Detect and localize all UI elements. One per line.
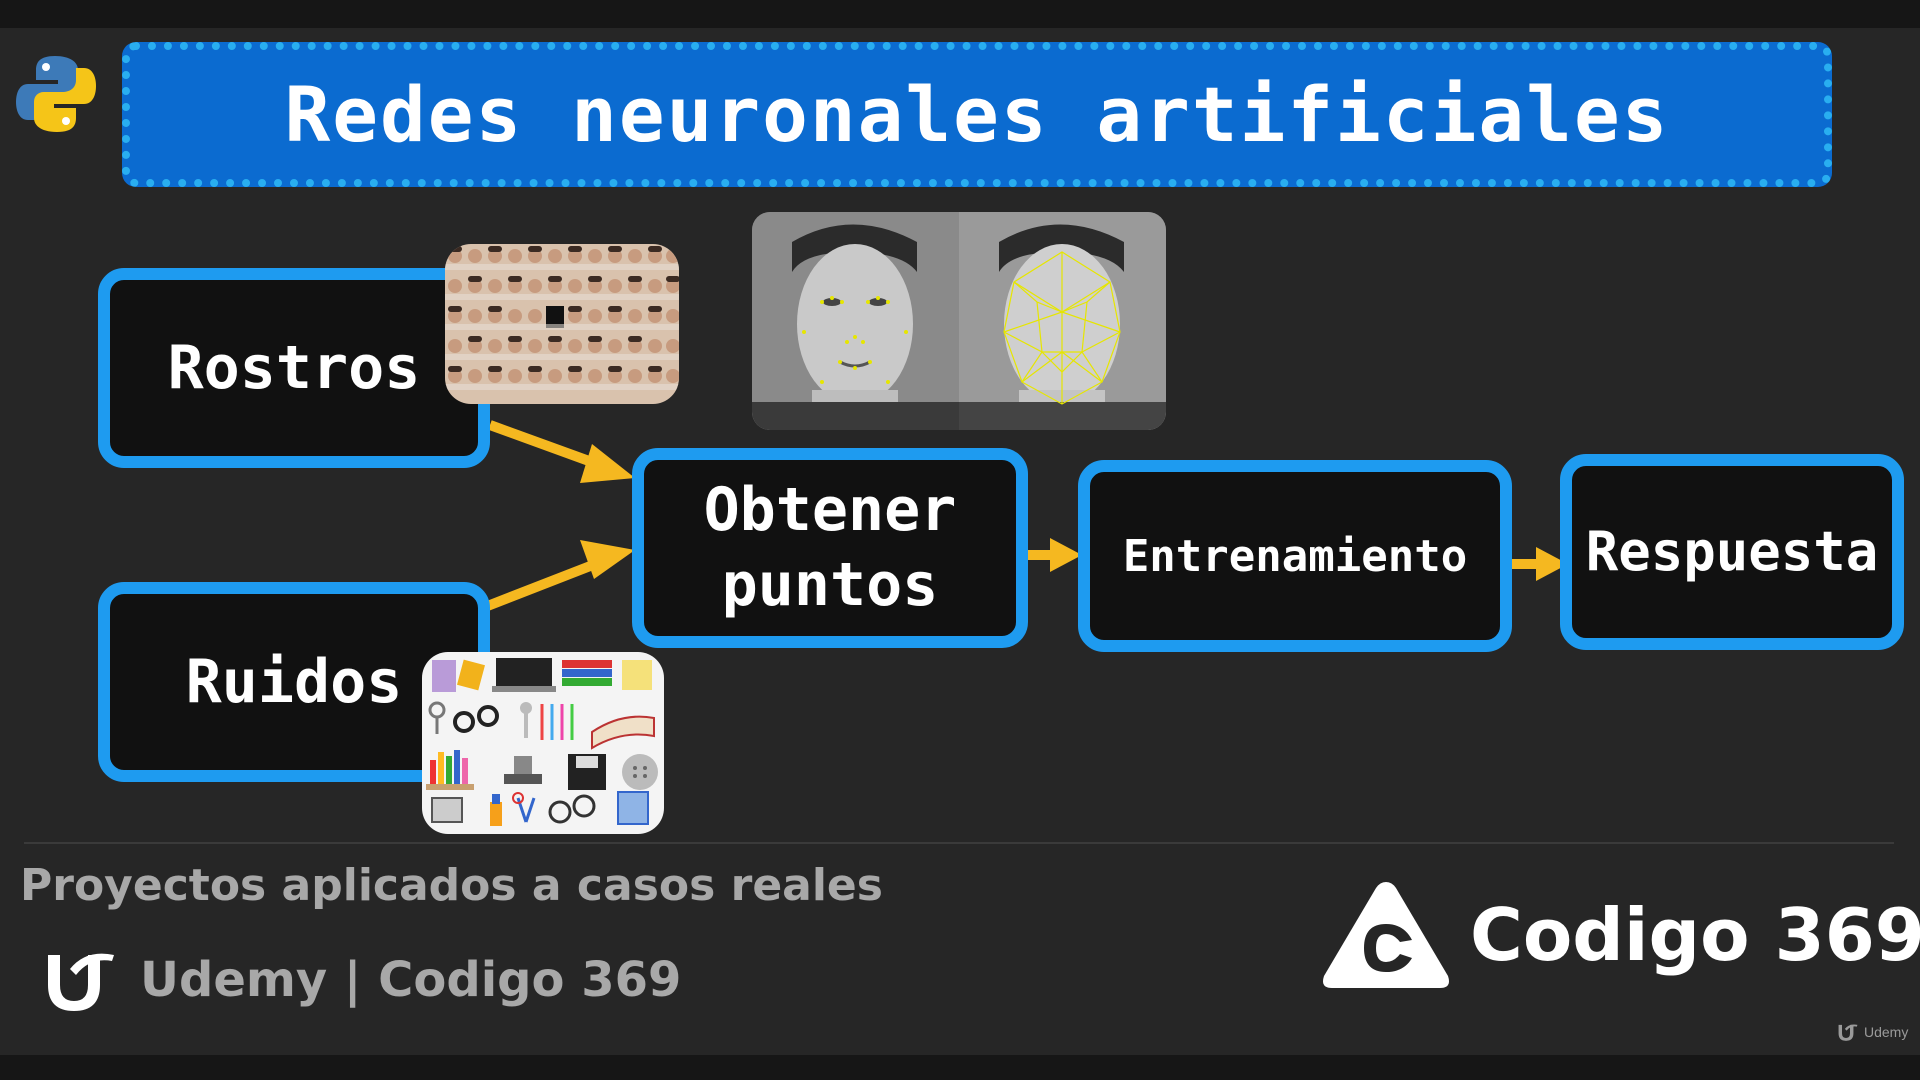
udemy-watermark-icon xyxy=(1838,1024,1858,1041)
title-banner: Redes neuronales artificiales xyxy=(122,42,1832,187)
node-obtener-label: Obtener puntos xyxy=(703,475,957,620)
footer-credit-text: Udemy | Codigo 369 xyxy=(140,952,682,1008)
node-rostros-label: Rostros xyxy=(167,332,421,403)
office-objects-image xyxy=(422,652,664,834)
node-ruidos-label: Ruidos xyxy=(185,646,403,717)
udemy-logo-icon xyxy=(48,953,114,1011)
node-rostros: Rostros xyxy=(98,268,490,468)
node-obtener-puntos: Obtener puntos xyxy=(632,448,1028,648)
udemy-watermark: Udemy xyxy=(1836,1022,1908,1042)
faces-collage-image xyxy=(445,244,679,404)
slide-title: Redes neuronales artificiales xyxy=(284,70,1670,159)
face-landmarks-image xyxy=(752,212,1166,430)
codigo369-logo-icon xyxy=(1323,882,1449,988)
video-bottom-bar xyxy=(0,1055,1920,1080)
footer-divider xyxy=(24,842,1894,844)
node-respuesta: Respuesta xyxy=(1560,454,1904,650)
footer-subtitle: Proyectos aplicados a casos reales xyxy=(20,860,883,911)
node-entrenamiento: Entrenamiento xyxy=(1078,460,1512,652)
python-logo-icon xyxy=(16,56,96,132)
node-entrenamiento-label: Entrenamiento xyxy=(1122,530,1468,582)
codigo369-brand: Codigo 369 xyxy=(1320,870,1920,1000)
video-top-bar xyxy=(0,0,1920,28)
udemy-watermark-text: Udemy xyxy=(1864,1024,1909,1040)
node-ruidos: Ruidos xyxy=(98,582,490,782)
codigo369-brand-name: Codigo 369 xyxy=(1470,893,1920,977)
node-respuesta-label: Respuesta xyxy=(1585,520,1879,584)
footer-credit: Udemy | Codigo 369 xyxy=(40,940,681,1020)
